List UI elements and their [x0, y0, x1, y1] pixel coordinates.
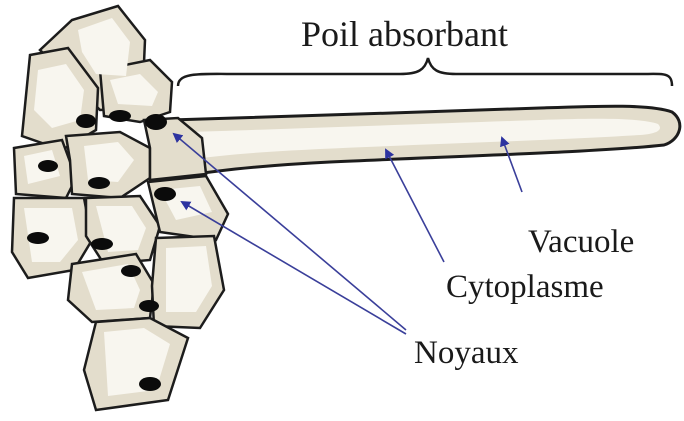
nucleus	[109, 110, 131, 122]
vacuole-label: Vacuole	[528, 224, 634, 260]
nucleus	[76, 114, 96, 128]
nucleus	[91, 238, 113, 250]
nucleus	[88, 177, 110, 189]
nuclei-label: Noyaux	[414, 335, 519, 371]
diagram-title: Poil absorbant	[301, 14, 508, 54]
title-brace	[178, 58, 672, 86]
nucleus	[145, 114, 167, 130]
nucleus	[121, 265, 141, 277]
nucleus	[139, 377, 161, 391]
cytoplasm-pointer	[386, 150, 444, 262]
cytoplasm-label: Cytoplasme	[446, 269, 604, 305]
nucleus	[38, 160, 58, 172]
nucleus	[154, 187, 176, 201]
nucleus	[27, 232, 49, 244]
nucleus	[139, 300, 159, 312]
